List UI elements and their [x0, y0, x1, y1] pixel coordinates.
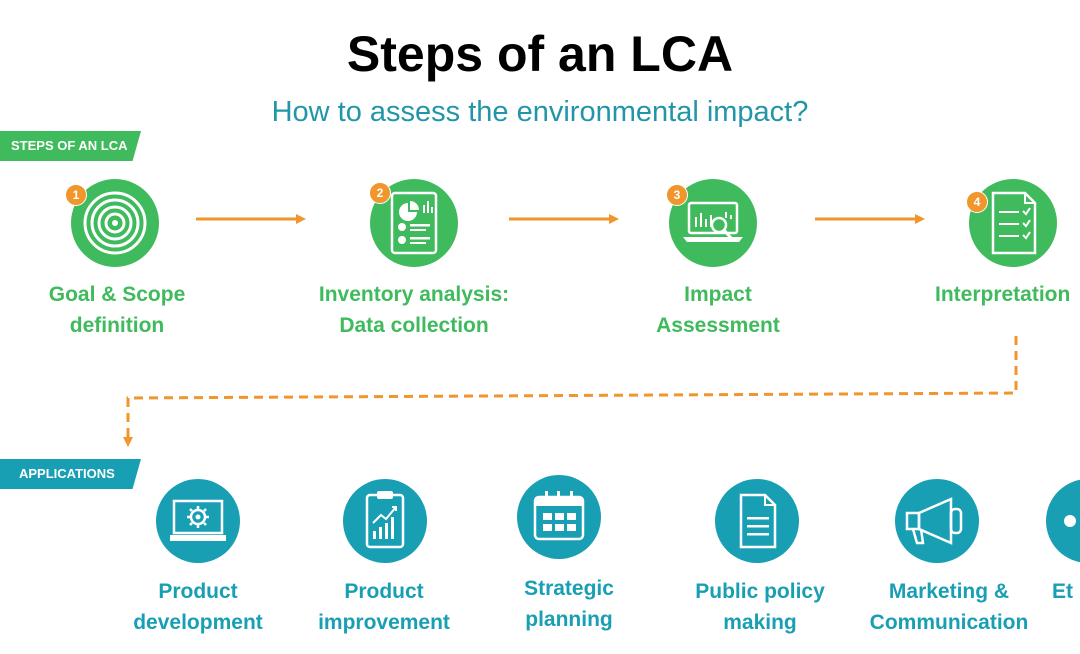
step-4-number-badge: 4 — [966, 191, 988, 213]
application-3-label-line-2: planning — [525, 608, 613, 631]
application-1-label-line-2: development — [133, 611, 263, 634]
step-1-label: Goal & Scope definition — [0, 279, 237, 341]
application-5-circle — [895, 479, 979, 563]
step-2-label-line-1: Inventory analysis: — [318, 283, 510, 306]
document-icon — [739, 493, 777, 549]
checklist-icon — [991, 191, 1037, 255]
calendar-icon — [533, 491, 585, 541]
megaphone-icon — [905, 497, 963, 545]
clipboard-growth-icon — [365, 491, 405, 549]
application-2-circle — [343, 479, 427, 563]
step-2-number-badge: 2 — [369, 182, 391, 204]
laptop-magnifier-icon — [683, 201, 743, 242]
target-icon — [83, 191, 147, 255]
application-1-circle — [156, 479, 240, 563]
report-chart-icon — [390, 191, 438, 255]
application-6-circle — [1046, 479, 1080, 563]
application-6-label-line-1: Et — [1052, 580, 1073, 603]
step-3-circle — [669, 179, 757, 267]
application-1-label-line-1: Product — [158, 580, 238, 603]
application-3-label-line-1: Strategic — [524, 577, 614, 600]
step-2-label-line-2: Data collection — [339, 314, 489, 337]
application-2-label: Product improvement — [284, 576, 484, 638]
application-5-label: Marketing & Communication — [849, 576, 1049, 638]
step-4-label-line-1: Interpretation — [935, 283, 1071, 306]
page-title: Steps of an LCA — [346, 26, 734, 82]
application-4-circle — [715, 479, 799, 563]
application-1-label: Product development — [98, 576, 298, 638]
more-icon — [1064, 515, 1076, 527]
application-4-label-line-2: making — [723, 611, 797, 634]
steps-section-label: STEPS OF AN LCA — [0, 131, 141, 161]
step-1-circle — [71, 179, 159, 267]
step-3-number-badge: 3 — [666, 184, 688, 206]
application-3-circle — [517, 475, 601, 559]
application-2-label-line-1: Product — [344, 580, 424, 603]
blueprint-gear-icon — [170, 499, 226, 541]
application-6-label: Et — [1052, 576, 1080, 607]
application-2-label-line-2: improvement — [318, 611, 450, 634]
arrow-steps-to-applications — [123, 336, 1018, 447]
application-3-label: Strategic planning — [469, 573, 669, 635]
step-3-label: Impact Assessment — [598, 279, 838, 341]
application-4-label-line-1: Public policy — [695, 580, 825, 603]
step-4-label: Interpretation — [935, 279, 1080, 310]
step-3-label-line-1: Impact — [684, 283, 752, 306]
step-1-label-line-2: definition — [69, 314, 165, 337]
step-1-number-badge: 1 — [65, 184, 87, 206]
application-5-label-line-1: Marketing & — [888, 580, 1010, 603]
step-1-label-line-1: Goal & Scope — [48, 283, 186, 306]
applications-section-label: APPLICATIONS — [0, 459, 141, 489]
application-5-label-line-2: Communication — [869, 611, 1029, 634]
step-2-label: Inventory analysis: Data collection — [294, 279, 534, 341]
step-3-label-line-2: Assessment — [656, 314, 780, 337]
page-subtitle: How to assess the environmental impact? — [271, 96, 809, 128]
application-4-label: Public policy making — [660, 576, 860, 638]
